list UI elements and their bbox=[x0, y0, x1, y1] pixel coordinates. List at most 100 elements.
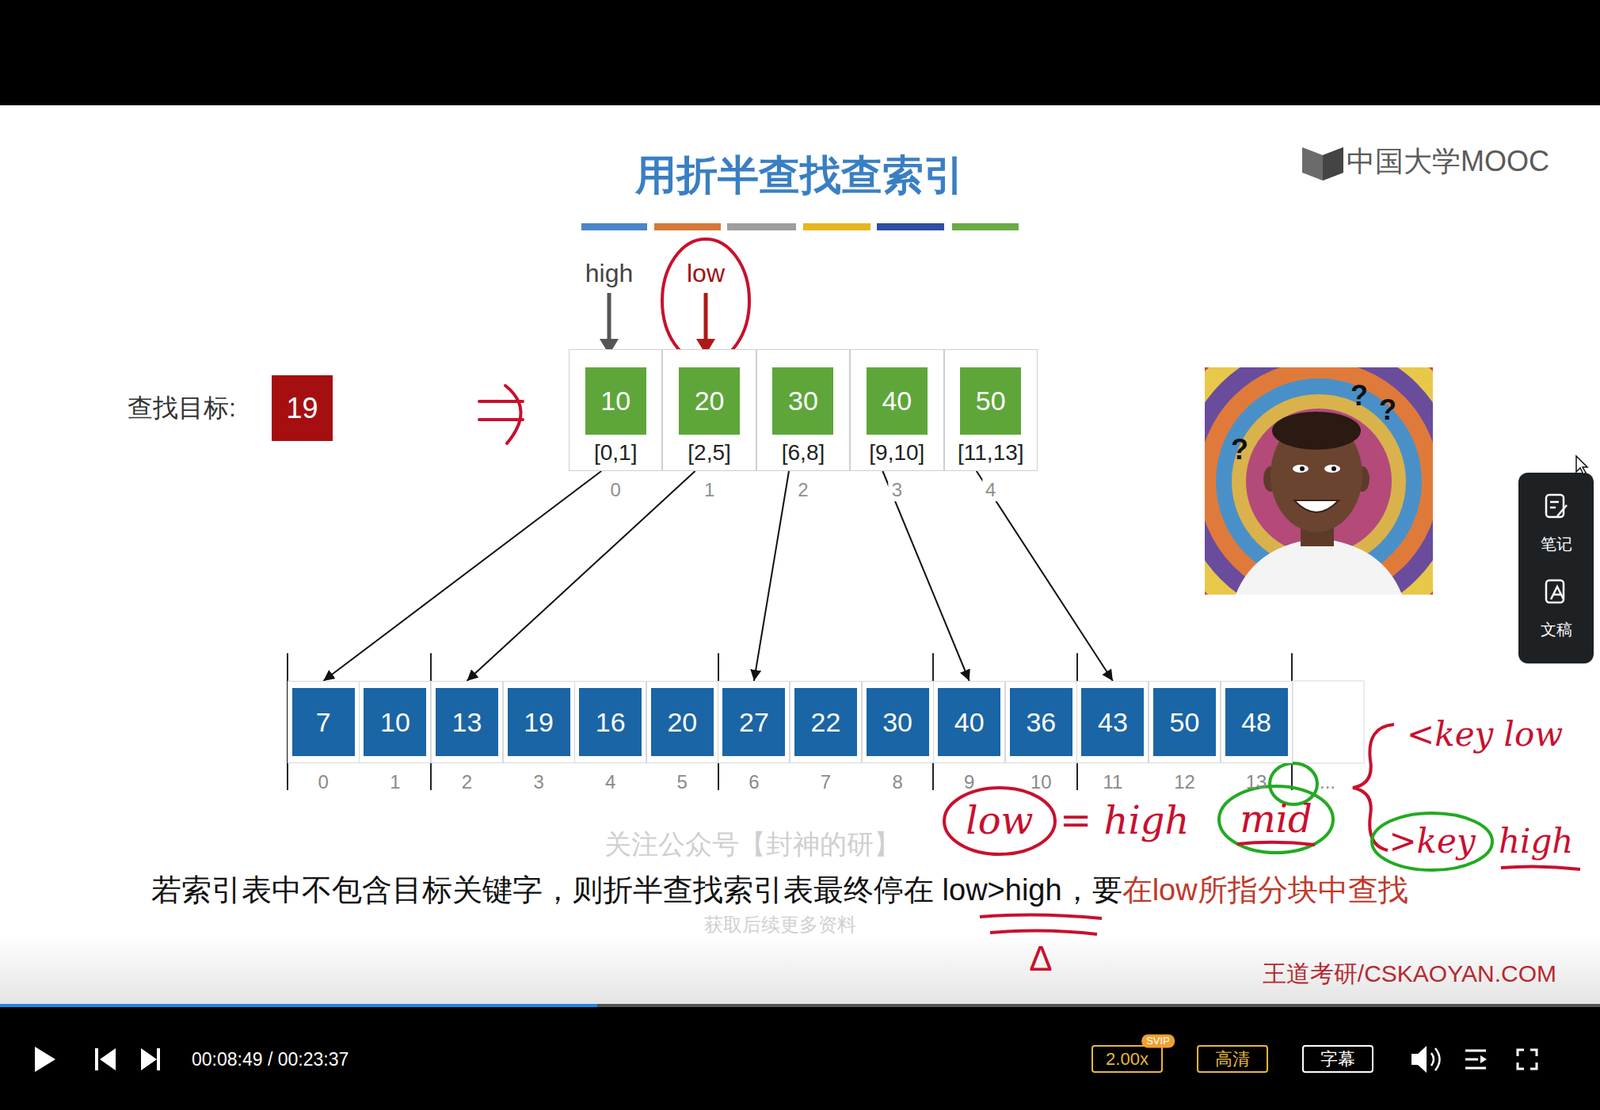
block-pointer-arrow bbox=[466, 471, 695, 682]
player-button: 字幕 bbox=[1302, 1045, 1374, 1074]
array-element: 50 bbox=[1148, 681, 1221, 764]
source-credit: 王道考研/CSKAOYAN.COM bbox=[1262, 960, 1557, 989]
index-number: 10 bbox=[1030, 771, 1052, 794]
array-element: 22 bbox=[789, 681, 862, 764]
slide-background bbox=[0, 105, 1600, 1006]
array-element: 30 bbox=[861, 681, 934, 764]
high-pointer bbox=[607, 293, 612, 341]
block-pointer-arrow bbox=[976, 471, 1113, 682]
element-value: 7 bbox=[292, 688, 355, 757]
pointer-label: low bbox=[686, 259, 725, 289]
low-pointer bbox=[704, 293, 709, 341]
pointer-label: high bbox=[585, 259, 634, 289]
empty-array-cell bbox=[1292, 681, 1364, 764]
index-number: 7 bbox=[820, 771, 831, 794]
meme-shirt bbox=[1235, 538, 1402, 595]
handwritten-note: >key bbox=[1388, 822, 1475, 861]
index-number: 3 bbox=[888, 479, 906, 502]
max-key: 50 bbox=[960, 367, 1021, 435]
index-number: 3 bbox=[533, 771, 544, 794]
block-pointer-arrow bbox=[754, 471, 789, 682]
block-range: [2,5] bbox=[687, 439, 731, 467]
element-value: 40 bbox=[937, 688, 1001, 757]
player-button: 高清 bbox=[1196, 1045, 1269, 1074]
index-number: 8 bbox=[891, 771, 903, 794]
block-range: [11,13] bbox=[957, 439, 1025, 467]
block-range: [0,1] bbox=[594, 439, 637, 467]
meme-ring bbox=[1204, 367, 1433, 595]
meme-ring bbox=[1245, 408, 1392, 555]
index-number: 4 bbox=[605, 771, 616, 794]
index-entry: 40[9,10] bbox=[849, 349, 944, 472]
index-number: 1 bbox=[700, 479, 718, 502]
meme-ring bbox=[1231, 394, 1406, 569]
side-panel-ground bbox=[1518, 472, 1594, 664]
array-element: 7 bbox=[287, 681, 360, 764]
title-bar bbox=[876, 223, 945, 231]
handwritten-brace bbox=[1352, 724, 1395, 851]
handwritten-circle bbox=[1219, 786, 1334, 854]
caption-highlight: 在low所指分块中查找 bbox=[1122, 873, 1409, 907]
array-element: 36 bbox=[1005, 681, 1078, 764]
element-value: 48 bbox=[1225, 688, 1288, 757]
title-bar bbox=[952, 223, 1019, 231]
side-panel-label: 笔记 bbox=[1540, 534, 1573, 554]
handwritten-underline bbox=[1237, 842, 1315, 846]
meme-ring bbox=[1204, 367, 1433, 595]
max-key: 30 bbox=[772, 367, 834, 435]
handwritten-note: high bbox=[1498, 822, 1574, 861]
meme-question-mark: ? bbox=[1379, 393, 1397, 427]
side-panel: 笔记文稿 bbox=[1518, 472, 1594, 664]
prev-icon bbox=[95, 1048, 99, 1071]
meme-smile bbox=[1294, 500, 1339, 513]
next-icon bbox=[156, 1048, 160, 1071]
index-entry: 10[0,1] bbox=[568, 349, 663, 472]
handwritten-circle bbox=[669, 361, 746, 442]
player-top-bar bbox=[0, 0, 1600, 106]
block-pointer-arrow bbox=[323, 471, 602, 682]
index-number: 2 bbox=[461, 771, 473, 794]
mouse-cursor bbox=[1576, 456, 1588, 475]
playlist-icon bbox=[1480, 1055, 1487, 1064]
array-element: 16 bbox=[574, 681, 647, 764]
button-label: 2.00x bbox=[1105, 1049, 1149, 1071]
progress-fill bbox=[0, 1004, 598, 1008]
meme-eye bbox=[1324, 464, 1341, 473]
element-value: 50 bbox=[1153, 688, 1216, 757]
max-key: 40 bbox=[866, 367, 928, 435]
watermark: 获取后续更多资料 bbox=[704, 914, 857, 937]
target-key: 19 bbox=[285, 392, 318, 426]
meme-picture bbox=[1204, 367, 1433, 595]
handwritten-note: Δ bbox=[1028, 939, 1052, 980]
handwritten-note: = high bbox=[1059, 799, 1189, 843]
element-value: 13 bbox=[435, 688, 499, 757]
element-value: 43 bbox=[1081, 688, 1144, 757]
index-ellipsis: ... bbox=[1319, 771, 1336, 794]
block-pointer-arrow bbox=[882, 471, 969, 682]
array-element: 43 bbox=[1076, 681, 1149, 764]
note-icon bbox=[1550, 502, 1567, 517]
handwritten-arrow bbox=[479, 385, 523, 444]
array-element: 10 bbox=[358, 681, 431, 764]
volume-icon bbox=[1431, 1048, 1440, 1071]
logo-text: 中国大学MOOC bbox=[1346, 144, 1550, 178]
element-value: 36 bbox=[1009, 688, 1073, 757]
index-number: 0 bbox=[318, 771, 329, 794]
player-control-bar bbox=[0, 1005, 1600, 1110]
next-icon bbox=[140, 1048, 157, 1071]
index-entry: 30[6,8] bbox=[756, 349, 850, 472]
title-bar bbox=[581, 223, 648, 231]
meme-question-mark: ? bbox=[1230, 433, 1249, 466]
handwritten-note: mid bbox=[1239, 797, 1313, 842]
meme-pupil bbox=[1299, 466, 1305, 472]
index-number: 4 bbox=[982, 479, 999, 502]
array-element: 19 bbox=[502, 681, 576, 764]
array-element: 40 bbox=[933, 681, 1006, 764]
handwritten-underline bbox=[979, 914, 1102, 919]
title-bar bbox=[654, 223, 721, 231]
element-value: 27 bbox=[722, 688, 785, 757]
index-number: 12 bbox=[1173, 771, 1196, 794]
element-value: 22 bbox=[794, 688, 858, 757]
element-value: 20 bbox=[651, 688, 714, 757]
